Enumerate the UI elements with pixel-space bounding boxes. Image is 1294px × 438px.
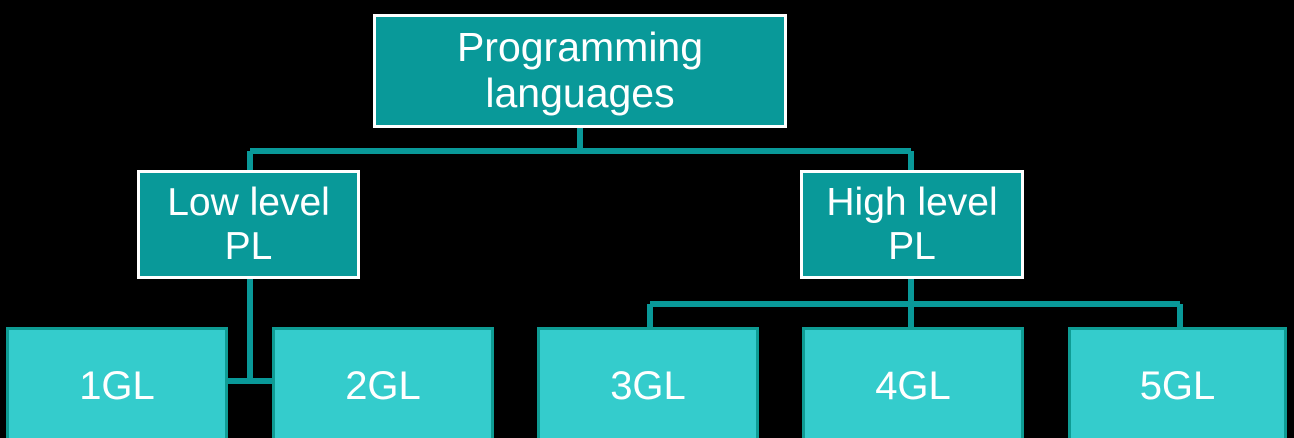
node-label-programming-languages: Programming languages xyxy=(456,24,704,116)
node-3gl[interactable]: 3GL xyxy=(537,327,759,438)
node-2gl[interactable]: 2GL xyxy=(272,327,494,438)
node-label-low-level-pl: Low level PL xyxy=(167,180,330,268)
node-high-level-pl[interactable]: High level PL xyxy=(800,170,1024,279)
node-1gl[interactable]: 1GL xyxy=(6,327,228,438)
node-label-2gl: 2GL xyxy=(345,363,421,408)
node-5gl[interactable]: 5GL xyxy=(1068,327,1287,438)
node-label-3gl: 3GL xyxy=(610,363,686,408)
node-4gl[interactable]: 4GL xyxy=(802,327,1024,438)
node-label-high-level-pl: High level PL xyxy=(826,180,998,268)
node-label-4gl: 4GL xyxy=(875,363,951,408)
node-programming-languages[interactable]: Programming languages xyxy=(373,14,787,128)
node-label-1gl: 1GL xyxy=(79,363,155,408)
node-low-level-pl[interactable]: Low level PL xyxy=(137,170,360,279)
node-label-5gl: 5GL xyxy=(1139,363,1216,408)
